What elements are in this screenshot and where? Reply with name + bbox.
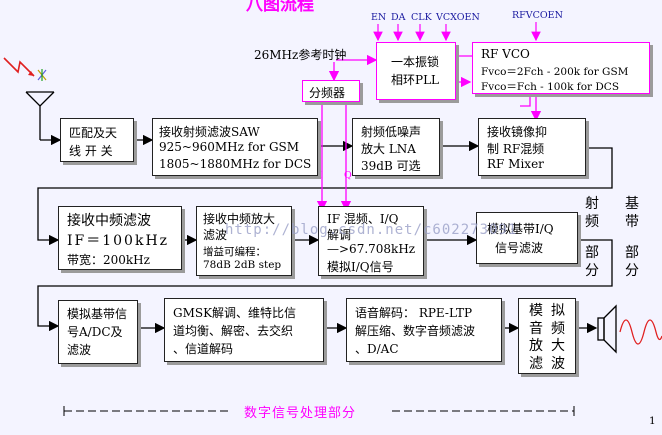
speaker-icon xyxy=(597,304,617,354)
lightning-icon xyxy=(3,57,35,77)
saw-filter-block: 接收射频滤波SAW 925~960MHz for GSM 1805~1880MH… xyxy=(152,118,318,176)
adc-line1: 模拟基带信 xyxy=(67,307,128,321)
mixer-line2: 制 RF混频 xyxy=(487,142,545,156)
section-bb-char: 带 xyxy=(625,213,639,230)
audio-amp-char: 波 xyxy=(551,355,565,372)
rf-mixer-block: 接收镜像抑 制 RF混频 RF Mixer xyxy=(478,118,586,176)
dsp-section-label: 数字信号处理部分 xyxy=(244,406,357,421)
if-amp-line2: 滤波 xyxy=(203,228,228,242)
antenna-icon xyxy=(25,91,55,140)
page-number: 1 xyxy=(649,415,656,427)
section-rf-label: 射 频 部 分 xyxy=(585,196,599,280)
signal-en: EN xyxy=(371,12,387,23)
if-amp-line4: 78dB 2dB step xyxy=(203,259,282,271)
lna-line1: 射频低噪声 xyxy=(361,125,422,139)
speech-decoder-block: 语音解码： RPE-LTP 解压缩、数字音频滤波 、D/AC xyxy=(346,298,502,362)
iq-demod-line3: —>67.708kHz xyxy=(327,242,416,256)
mixer-line3: RF Mixer xyxy=(487,157,544,171)
sound-wave-icon xyxy=(619,319,662,345)
dsp-range-marker xyxy=(63,406,575,416)
section-bb-char: 分 xyxy=(625,262,639,279)
signal-clk: CLK xyxy=(411,12,432,23)
match-switch-line1: 匹配及天 xyxy=(69,126,118,140)
section-rf-char: 射 xyxy=(585,196,599,212)
audio-amp-char: 大 xyxy=(551,338,565,354)
speech-line1: 语音解码： RPE-LTP xyxy=(355,306,473,320)
watermark: http://blog.csdn.net/c602273091 xyxy=(225,222,518,238)
page-title: 八图流程 xyxy=(246,0,314,15)
speech-line2: 解压缩、数字音频滤波 xyxy=(355,324,476,338)
audio-amp-col2: 拟 频 大 波 xyxy=(551,303,565,373)
audio-amp-char: 模 xyxy=(529,303,543,319)
pll-block: 一本振锁 相环PLL xyxy=(376,42,456,100)
iq-demod-line2: 解调 xyxy=(327,228,352,242)
section-rf-char: 频 xyxy=(585,213,599,230)
spark-icon xyxy=(37,69,47,81)
rf-vco-line2: Fvco＝2Fch - 200k for GSM xyxy=(481,66,629,78)
if-amp-line1: 接收中频放大 xyxy=(203,212,276,226)
gmsk-line1: GMSK解调、维特比信 xyxy=(173,306,297,320)
bb-filter-line2: 信号滤波 xyxy=(495,241,544,255)
lna-block: 射频低噪声 放大 LNA 39dB 可选 xyxy=(352,118,440,176)
rf-vco-line3: Fvco＝Fch - 100k for DCS xyxy=(481,81,620,93)
if-filter-line1: 接收中频滤波 xyxy=(67,213,151,229)
reference-clock-label: 26MHz参考时钟 xyxy=(254,48,347,62)
if-filter-line2: IF＝100kHz xyxy=(67,233,170,249)
gmsk-line2: 道均衡、解密、去交织 xyxy=(173,324,294,338)
rf-vco-line1: RF VCO xyxy=(481,47,530,61)
baseband-filter-block: 模拟基带I/Q 信号滤波 xyxy=(476,212,578,264)
saw-line1: 接收射频滤波SAW xyxy=(159,125,260,139)
audio-amp-char: 拟 xyxy=(551,303,565,319)
signal-da: DA xyxy=(391,12,406,23)
signal-rfvcoen: RFVCOEN xyxy=(512,10,563,21)
saw-line2: 925~960MHz for GSM xyxy=(159,140,300,154)
section-baseband-label: 基 带 部 分 xyxy=(625,196,639,280)
audio-amp-col1: 模 音 放 滤 xyxy=(529,303,543,373)
signal-i: I xyxy=(318,170,322,181)
pll-line1: 一本振锁 xyxy=(391,55,440,69)
section-bb-char: 部 xyxy=(625,245,639,261)
lna-line3: 39dB 可选 xyxy=(361,159,421,173)
adc-line2: 号A/DC及 xyxy=(67,325,123,339)
audio-amp-char: 频 xyxy=(551,320,565,337)
gmsk-line3: 、信道解码 xyxy=(173,342,234,356)
divider-block: 分频器 xyxy=(302,80,360,102)
match-switch-line2: 线 开 关 xyxy=(69,144,113,158)
if-amp-line3: 增益可编程： xyxy=(203,246,266,258)
bb-filter-line1: 模拟基带I/Q xyxy=(487,222,554,236)
audio-amp-char: 放 xyxy=(529,338,543,354)
if-filter-line3: 带宽：200kHz xyxy=(67,253,150,267)
rf-vco-block: RF VCO Fvco＝2Fch - 200k for GSM Fvco＝Fch… xyxy=(472,42,650,94)
adc-block: 模拟基带信 号A/DC及 滤波 xyxy=(58,300,138,364)
mixer-line1: 接收镜像抑 xyxy=(487,125,548,139)
if-filter-block: 接收中频滤波 IF＝100kHz 带宽：200kHz xyxy=(58,206,182,270)
signal-q: Q xyxy=(344,170,352,181)
iq-demod-block: IF 混频、I/Q 解调 —>67.708kHz 模拟I/Q信号 xyxy=(318,206,424,276)
divider-label: 分频器 xyxy=(309,86,346,100)
iq-demod-line4: 模拟I/Q信号 xyxy=(327,260,394,274)
pll-line2: 相环PLL xyxy=(391,73,440,87)
signal-vcxoen: VCXOEN xyxy=(436,12,480,23)
if-amp-block: 接收中频放大 滤波 增益可编程： 78dB 2dB step xyxy=(196,206,292,276)
audio-amp-block: 模 音 放 滤 拟 频 大 波 xyxy=(518,298,576,374)
adc-line3: 滤波 xyxy=(67,343,92,357)
section-rf-char: 部 xyxy=(585,245,599,261)
saw-line3: 1805~1880MHz for DCS xyxy=(159,157,312,171)
match-switch-block: 匹配及天 线 开 关 xyxy=(60,118,134,162)
section-rf-char: 分 xyxy=(585,262,599,279)
iq-demod-line1: IF 混频、I/Q xyxy=(327,212,399,226)
audio-amp-char: 滤 xyxy=(529,355,543,372)
section-bb-char: 基 xyxy=(625,196,639,212)
lna-line2: 放大 LNA xyxy=(361,142,416,156)
speech-line3: 、D/AC xyxy=(355,342,399,356)
audio-amp-char: 音 xyxy=(529,320,543,337)
gmsk-block: GMSK解调、维特比信 道均衡、解密、去交织 、信道解码 xyxy=(164,298,324,362)
